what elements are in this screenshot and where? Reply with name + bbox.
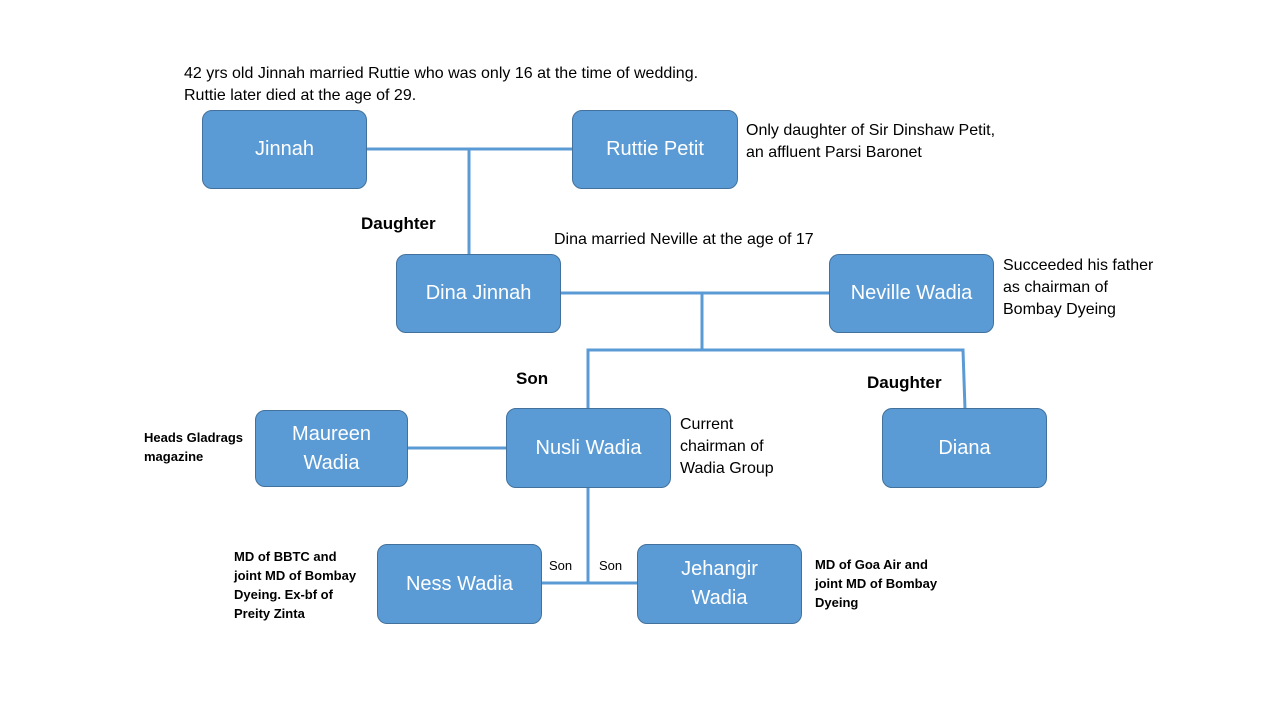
person-name-line: Wadia — [303, 451, 360, 474]
person-name-line: Maureen — [292, 422, 371, 445]
person-name-line: Jehangir — [681, 558, 758, 580]
relation-label-son: Son — [549, 558, 573, 573]
person-box-diana: Diana — [882, 408, 1047, 488]
person-name-line: Wadia — [691, 587, 748, 609]
person-box-dina-jinnah: Dina Jinnah — [396, 254, 561, 333]
person-name: Jinnah — [255, 138, 314, 160]
note-neville: Succeeded his father as chairman of Bomb… — [1003, 257, 1154, 318]
relation-label-daughter: Daughter — [867, 373, 942, 392]
person-box-nusli-wadia: Nusli Wadia — [506, 408, 671, 488]
person-box-ruttie-petit: Ruttie Petit — [572, 110, 738, 189]
relation-label-daughter: Daughter — [361, 214, 436, 233]
person-name: Diana — [938, 436, 991, 459]
note-ruttie: Only daughter of Sir Dinshaw Petit, an a… — [746, 122, 996, 161]
descent-line-diana — [961, 348, 967, 411]
person-name: Ruttie Petit — [606, 138, 704, 160]
note-jehangir: MD of Goa Air and joint MD of Bombay Dye… — [815, 557, 938, 610]
person-name: Jehangir Wadia — [681, 555, 758, 613]
person-name: Dina Jinnah — [425, 282, 532, 304]
note-maureen: Heads Gladrags magazine — [144, 430, 243, 464]
note-jinnah-ruttie-marriage: 42 yrs old Jinnah married Ruttie who was… — [184, 65, 699, 104]
relation-label-son: Son — [599, 558, 623, 573]
person-box-maureen-wadia: Maureen Wadia — [255, 410, 408, 487]
person-name: Nusli Wadia — [535, 436, 642, 459]
person-box-neville-wadia: Neville Wadia — [829, 254, 994, 333]
person-box-jehangir-wadia: Jehangir Wadia — [637, 544, 802, 624]
person-name: Ness Wadia — [405, 572, 514, 595]
person-box-jinnah: Jinnah — [202, 110, 367, 189]
note-ness: MD of BBTC and joint MD of Bombay Dyeing… — [234, 549, 357, 621]
person-box-ness-wadia: Ness Wadia — [377, 544, 542, 624]
note-nusli: Current chairman of Wadia Group — [680, 416, 774, 477]
person-name: Maureen Wadia — [292, 420, 371, 478]
note-dina-marriage: Dina married Neville at the age of 17 — [554, 231, 814, 248]
relation-label-son: Son — [516, 369, 549, 388]
person-name: Neville Wadia — [850, 282, 973, 304]
